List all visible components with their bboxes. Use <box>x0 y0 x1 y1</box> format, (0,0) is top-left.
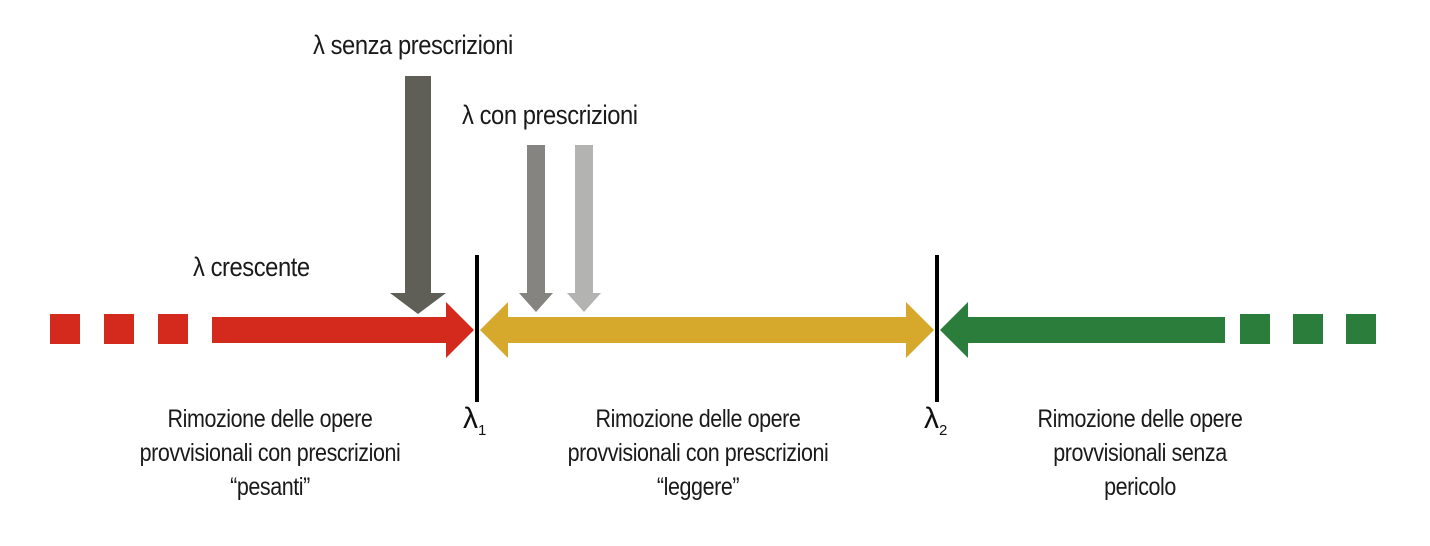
zone-left-line-2: provvisionali con prescrizioni <box>139 439 401 467</box>
zone-middle-line-2: provvisionali con prescrizioni <box>567 439 829 467</box>
zone-left-line-1: Rimozione delle opere <box>167 405 373 433</box>
threshold-line-2 <box>935 255 939 402</box>
green-dash-3 <box>1346 314 1376 344</box>
zone-middle-line-3: “leggere” <box>656 473 740 501</box>
red-arrow <box>212 302 474 358</box>
arrow-con-prescrizioni-dark <box>519 145 553 312</box>
lambda-symbol-2: λ <box>924 402 939 435</box>
green-arrow <box>940 302 1225 358</box>
yellow-double-arrow <box>480 302 934 358</box>
red-dash-2 <box>104 314 134 344</box>
arrow-senza-prescrizioni <box>390 76 446 314</box>
zone-right-line-3: pericolo <box>1104 473 1176 501</box>
arrow-con-prescrizioni-light <box>567 145 601 312</box>
zone-left-text: Rimozione delle opere provvisionali con … <box>107 402 434 504</box>
zone-right-line-1: Rimozione delle opere <box>1037 405 1243 433</box>
zone-right-line-2: provvisionali senza <box>1053 439 1227 467</box>
threshold-label-2: λ2 <box>924 402 947 439</box>
green-dash-1 <box>1240 314 1270 344</box>
red-dash-1 <box>50 314 80 344</box>
threshold-label-1: λ1 <box>463 402 486 439</box>
green-dash-2 <box>1293 314 1323 344</box>
label-senza-prescrizioni: λ senza prescrizioni <box>313 30 513 60</box>
lambda-subscript-1: 1 <box>478 422 487 439</box>
red-dash-3 <box>158 314 188 344</box>
label-crescente: λ crescente <box>193 252 310 282</box>
lambda-symbol-1: λ <box>463 402 478 435</box>
lambda-subscript-2: 2 <box>939 422 948 439</box>
threshold-line-1 <box>475 255 479 402</box>
zone-middle-text: Rimozione delle opere provvisionali con … <box>535 402 862 504</box>
zone-middle-line-1: Rimozione delle opere <box>595 405 801 433</box>
zone-left-line-3: “pesanti” <box>230 473 310 501</box>
zone-right-text: Rimozione delle opere provvisionali senz… <box>977 402 1304 504</box>
label-con-prescrizioni: λ con prescrizioni <box>462 100 638 130</box>
